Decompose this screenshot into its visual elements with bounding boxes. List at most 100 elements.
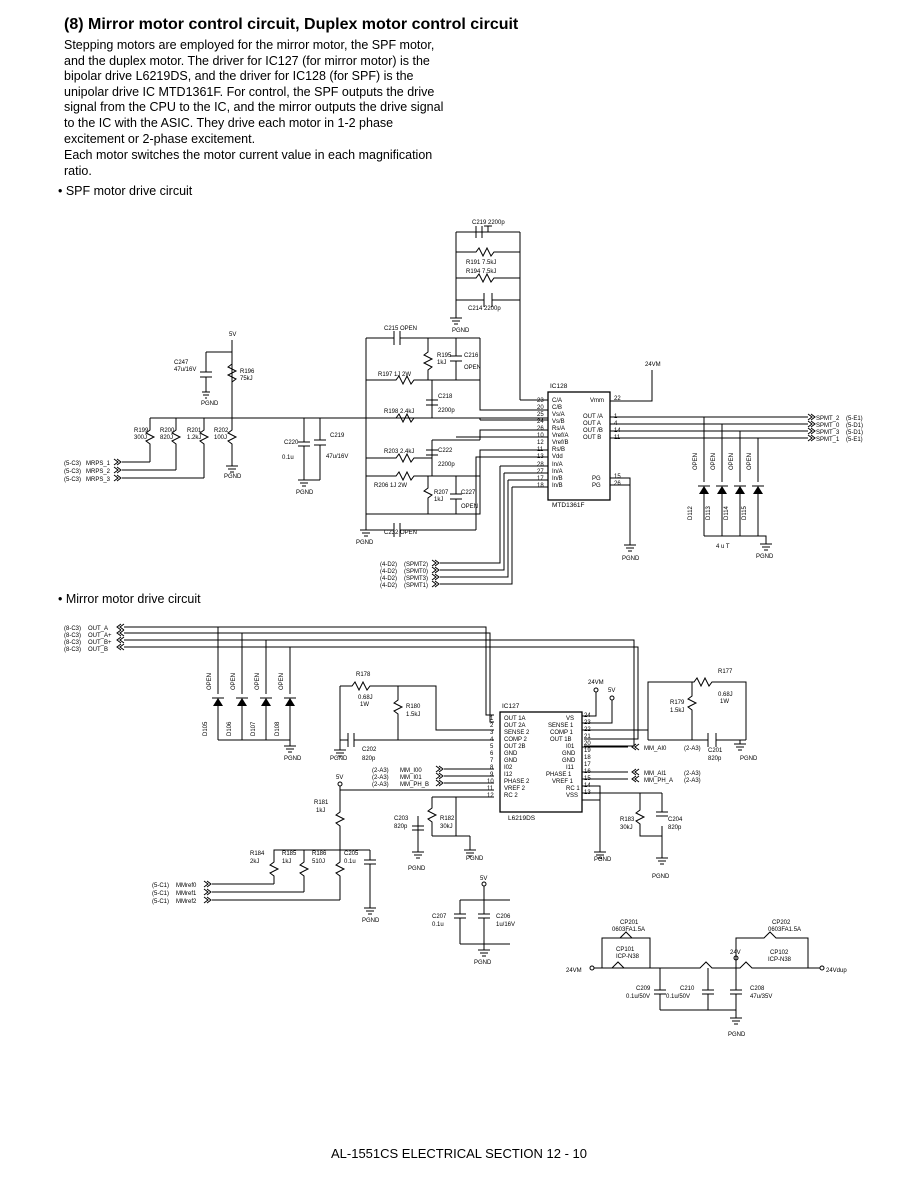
spf-open-3: OPEN (729, 453, 735, 470)
ic128-pin-l7: Rs/B (552, 447, 565, 453)
spf-bin-ref-1: (4-D2) (380, 569, 397, 575)
spf-pgnd-c247: PGND (201, 401, 219, 407)
c220-value: 0.1u (282, 455, 294, 461)
c201-label: C201 (708, 748, 723, 754)
r201-value: 1.2kJ (187, 435, 201, 441)
spf-out-0: SPMT_2 (816, 416, 840, 422)
mm-5v-left: 5V (336, 775, 343, 781)
spf-bottom-inputs: (4-D2) (4-D2) (4-D2) (4-D2) (SPMT2) (SPM… (380, 559, 440, 589)
c219b-label: C219 (330, 433, 345, 439)
mm-rctrl-ref-0: (2-A3) (684, 746, 701, 752)
r207-value: 1kJ (434, 497, 443, 503)
c222-label: C222 (438, 448, 453, 454)
mm-out-1: OUT_A+ (88, 633, 112, 639)
c215-label: C215 OPEN (384, 326, 417, 332)
ic128-pinno-l0: 23 (537, 398, 544, 404)
spf-mrps-inputs: (5-C3) (5-C3) (5-C3) MRPS_1 MRPS_2 MRPS_… (64, 458, 122, 483)
mirror-diodes (212, 697, 296, 753)
mm-lctrl-1: MM_I01 (400, 775, 422, 781)
spf-bin-ref-0: (4-D2) (380, 562, 397, 568)
c207-value: 0.1u (432, 922, 444, 928)
r181-label: R181 (314, 800, 329, 806)
ic128-pin-r6: PG (592, 483, 601, 489)
mm-out-2: OUT_B+ (88, 640, 112, 646)
spf-in-0: MRPS_1 (86, 461, 111, 467)
spf-diode-3: D115 (742, 505, 748, 520)
spf-pgnd-ic: PGND (622, 556, 640, 562)
ic127-pin-l3: COMP 2 (504, 737, 528, 743)
mm-rctrl-1: MM_AI1 (644, 771, 667, 777)
spf-bin-3: (SPMT1) (404, 583, 428, 589)
ic127-pin-l0: OUT 1A (504, 716, 526, 722)
spf-in-ref-1: (5-C3) (64, 469, 81, 475)
ic127-pin-l1: OUT 2A (504, 723, 526, 729)
ic127-pin-r5: GND (562, 751, 576, 757)
ic127-part: L6219DS (508, 815, 536, 822)
ic127-pin-r4: I01 (566, 744, 575, 750)
mm-mmref-0: MMref0 (176, 883, 197, 889)
r185-label: R185 (282, 851, 297, 857)
pwr-24v-label: 24V (730, 950, 741, 956)
spf-out-1: SPMT_0 (816, 423, 840, 429)
ic127-pin-l9: PHASE 2 (504, 779, 530, 785)
mm-rctrl-ref-2: (2-A3) (684, 778, 701, 784)
ic128-pinno-l6: 12 (537, 440, 544, 446)
ic128-pinno-r6: 26 (614, 481, 621, 487)
c206-label: C206 (496, 914, 511, 920)
cp202-label: CP202 (772, 920, 791, 926)
r183-label: R183 (620, 817, 635, 823)
intro-paragraph: Stepping motors are employed for the mir… (64, 38, 444, 146)
ic128-pinno-l5: 10 (537, 433, 544, 439)
spf-diodes (698, 485, 767, 544)
spf-output-connectors: SPMT_2 SPMT_0 SPMT_3 SPMT_1 (5-E1) (5-D1… (807, 413, 863, 443)
mm-pgnd-r182: PGND (466, 856, 484, 862)
r178-v1: 0.68J (358, 695, 373, 701)
ic128-pinno-l11: 17 (537, 476, 544, 482)
c222-value: 2200p (438, 462, 455, 468)
r184-label: R184 (250, 851, 265, 857)
mm-mmref-ref-0: (5-C1) (152, 883, 169, 889)
ic127-name: IC127 (502, 703, 520, 710)
ic127-pin-r6: GND (562, 758, 576, 764)
cp201-value: 0603FA1.5A (612, 927, 645, 933)
mirror-circuit: (8-C3) (8-C3) (8-C3) (8-C3) OUT_A OUT_A+… (64, 623, 758, 966)
magnification-paragraph: Each motor switches the motor current va… (64, 148, 433, 178)
ic127-pinno-r5: 19 (584, 748, 591, 754)
ic127-pinno-l11: 12 (487, 793, 494, 799)
ic128-pin-l10: In/A (552, 469, 563, 475)
spf-diode-2: D114 (724, 505, 730, 520)
ic127-pin-l8: I12 (504, 772, 513, 778)
mm-right-ctrl: MM_AI0 MM_AI1 MM_PH_A (2-A3) (2-A3) (2-A… (631, 743, 701, 784)
r177-v2: 1W (720, 699, 729, 705)
spf-diode-1: D113 (706, 505, 712, 520)
spf-bin-ref-2: (4-D2) (380, 576, 397, 582)
ic127-pin-r7: I11 (566, 765, 575, 771)
ic128-pin-r5: PG (592, 476, 601, 482)
c227-value: OPEN (461, 504, 478, 510)
r186-value: 510J (312, 859, 325, 865)
ic127-pin-l4: OUT 2B (504, 744, 526, 750)
ic128-pinno-l12: 18 (537, 483, 544, 489)
ic128-pin-l4: Rs/A (552, 426, 565, 432)
ic127-pin-l2: SENSE 2 (504, 730, 530, 736)
spf-in-2: MRPS_3 (86, 477, 111, 483)
r184-value: 2kJ (250, 859, 259, 865)
c202-label: C202 (362, 747, 377, 753)
c227-label: C227 (461, 490, 476, 496)
spf-open-4: OPEN (747, 453, 753, 470)
mm-mmref-ref-2: (5-C1) (152, 899, 169, 905)
c207-label: C207 (432, 914, 447, 920)
mm-diode-2: D107 (251, 721, 257, 736)
spf-in-ref-0: (5-C3) (64, 461, 81, 467)
ic127-pinno-l6: 7 (490, 758, 494, 764)
ic127-pin-l7: I02 (504, 765, 513, 771)
mm-rctrl-0: MM_AI0 (644, 746, 667, 752)
spf-circuit: C219 2200p R191 7.5kJ R194 7.5kJ C214 22… (64, 220, 863, 589)
r200-label: R200 (160, 428, 175, 434)
ic127-pinno-r7: 17 (584, 762, 591, 768)
r196-value: 75kJ (240, 376, 253, 382)
ic127-pin-r2: COMP 1 (550, 730, 574, 736)
ic128-body (547, 391, 611, 501)
ic128-pin-l2: Vs/A (552, 412, 565, 418)
c208-value: 47u/35V (750, 994, 772, 1000)
